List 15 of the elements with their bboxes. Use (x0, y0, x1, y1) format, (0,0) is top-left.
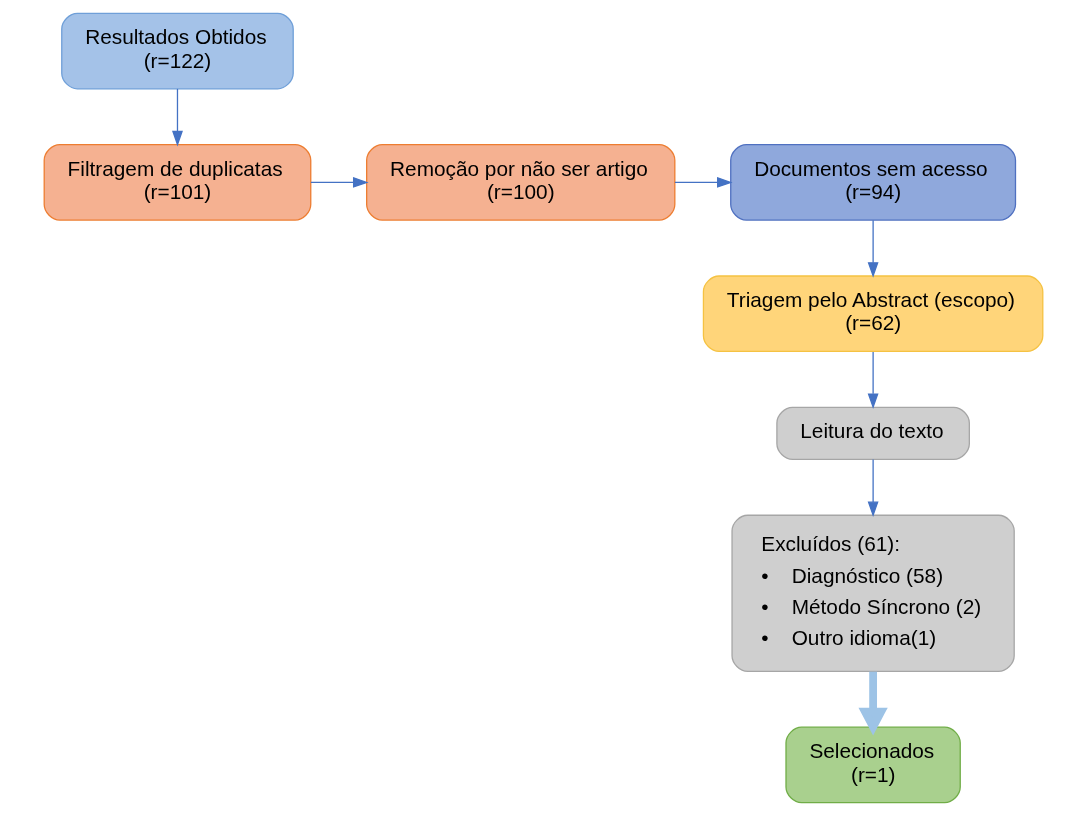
node-box: Filtragem de duplicatas (r=101) (43, 144, 312, 221)
arrow (867, 351, 879, 410)
arrow (867, 458, 879, 518)
node-box: Leitura do texto (776, 406, 970, 460)
arrow (674, 176, 733, 188)
arrow (172, 88, 183, 147)
node-box: Triagem pelo Abstract (escopo) (r=62) (702, 275, 1044, 353)
arrow (310, 176, 369, 188)
node-box: Selecionados (r=1) (785, 726, 961, 804)
node-box: Resultados Obtidos (r=122) (61, 12, 294, 90)
arrow (867, 219, 879, 278)
node-box: Documentos sem acesso (r=94) (730, 144, 1017, 221)
node-box: Excluídos (61): • Diagnóstico (58) • Método Síncrono (2) • Outro idioma(1) (731, 514, 1015, 672)
node-box: Remoção por não ser artigo (r=100) (366, 144, 676, 221)
arrow (858, 671, 888, 736)
